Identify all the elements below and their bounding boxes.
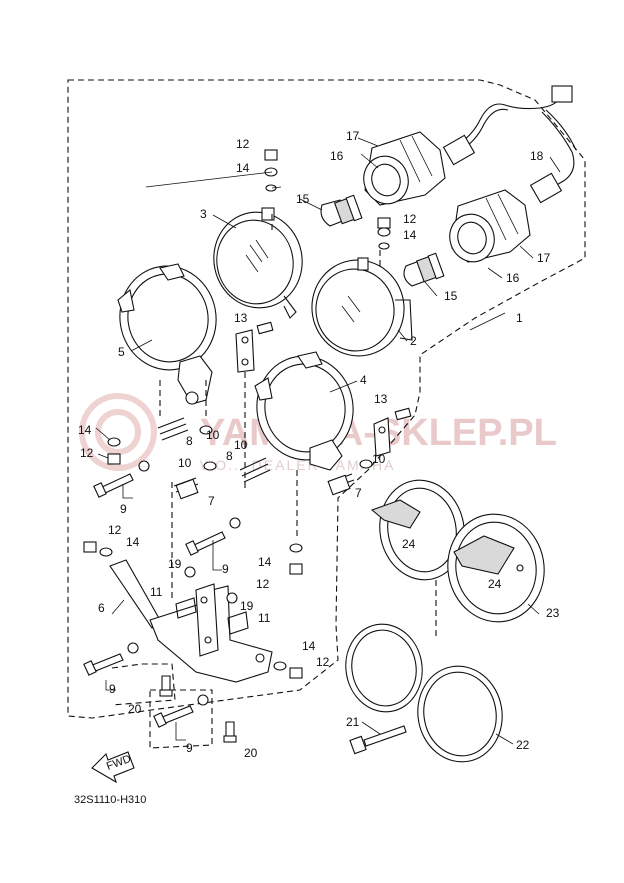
screws-20 bbox=[159, 675, 237, 743]
callout-24-left: 24 bbox=[402, 537, 416, 551]
callout-15-upper: 15 bbox=[296, 192, 310, 206]
headlight-bracket-left bbox=[117, 263, 217, 405]
callout-11-right: 11 bbox=[258, 611, 271, 625]
callout-12-a: 12 bbox=[236, 137, 250, 151]
callout-9-c: 9 bbox=[109, 682, 116, 696]
callout-14-b: 14 bbox=[403, 228, 417, 242]
callout-22: 22 bbox=[516, 738, 530, 752]
callout-7-right: 7 bbox=[355, 486, 362, 500]
bolts-washers bbox=[83, 149, 391, 679]
callout-16-lower: 16 bbox=[506, 271, 520, 285]
bulb-lower bbox=[403, 252, 445, 287]
callout-4: 4 bbox=[360, 373, 367, 387]
callout-6: 6 bbox=[98, 601, 105, 615]
callout-13-left: 13 bbox=[234, 311, 248, 325]
callout-21: 21 bbox=[346, 715, 360, 729]
damper-right bbox=[226, 592, 238, 604]
callout-18: 18 bbox=[530, 149, 544, 163]
callout-2: 2 bbox=[410, 334, 417, 348]
callout-1: 1 bbox=[516, 311, 523, 325]
callout-14-c: 14 bbox=[78, 423, 92, 437]
callout-24-right: 24 bbox=[488, 577, 502, 591]
callout-9-b: 9 bbox=[222, 562, 229, 576]
callout-10-d: 10 bbox=[372, 452, 386, 466]
lower-stay-bracket bbox=[109, 559, 273, 683]
drawing-code: 32S1110-H310 bbox=[74, 794, 146, 806]
callout-12-e: 12 bbox=[256, 577, 270, 591]
adjust-bolts bbox=[83, 460, 241, 728]
mounting-plate-left bbox=[235, 321, 274, 373]
ring-bolt bbox=[349, 725, 407, 755]
callout-8-right: 8 bbox=[226, 449, 233, 463]
headlight-unit-right bbox=[311, 257, 413, 357]
socket-lower bbox=[449, 189, 531, 263]
wire-harness bbox=[442, 85, 577, 204]
bulb-upper bbox=[320, 194, 363, 227]
callout-14-e: 14 bbox=[258, 555, 272, 569]
assembly-boundary bbox=[67, 79, 586, 719]
callout-15-lower: 15 bbox=[444, 289, 458, 303]
spring-group bbox=[157, 417, 355, 500]
bottom-box-left bbox=[111, 663, 176, 706]
callout-14-f: 14 bbox=[302, 639, 316, 653]
callout-8-left: 8 bbox=[186, 434, 193, 448]
callout-12-b: 12 bbox=[403, 212, 417, 226]
callout-17-upper: 17 bbox=[346, 129, 360, 143]
callout-labels: 1 2 3 4 5 6 7 7 8 8 9 9 9 9 10 10 10 10 … bbox=[78, 129, 560, 760]
callout-3: 3 bbox=[200, 207, 207, 221]
damper-left bbox=[184, 566, 196, 578]
callout-10-b: 10 bbox=[234, 438, 248, 452]
headlight-housing-left bbox=[370, 479, 465, 581]
callout-20-right: 20 bbox=[244, 746, 258, 760]
mounting-plate-right bbox=[373, 407, 412, 457]
callout-9-d: 9 bbox=[186, 741, 193, 755]
callout-23: 23 bbox=[546, 606, 560, 620]
callout-16-upper: 16 bbox=[330, 149, 344, 163]
headlight-housing-right bbox=[447, 513, 545, 623]
trim-rings bbox=[345, 623, 503, 763]
callout-19-left: 19 bbox=[168, 557, 182, 571]
assembly-guide-lines bbox=[159, 214, 437, 640]
callout-14-d: 14 bbox=[126, 535, 140, 549]
callout-5: 5 bbox=[118, 345, 125, 359]
callout-14-a: 14 bbox=[236, 161, 250, 175]
callout-7-left: 7 bbox=[208, 494, 215, 508]
headlight-unit-left bbox=[213, 207, 303, 319]
headlight-bracket-center bbox=[254, 351, 354, 471]
leader-lines bbox=[95, 137, 561, 745]
callout-13-right: 13 bbox=[374, 392, 388, 406]
callout-12-f: 12 bbox=[316, 655, 330, 669]
callout-11-left: 11 bbox=[150, 585, 163, 599]
callout-10-a: 10 bbox=[206, 428, 220, 442]
callout-12-c: 12 bbox=[80, 446, 94, 460]
callout-10-c: 10 bbox=[178, 456, 192, 470]
callout-12-d: 12 bbox=[108, 523, 122, 537]
callout-20-left: 20 bbox=[128, 702, 142, 716]
forward-arrow-icon: FWD bbox=[91, 751, 135, 784]
callout-17-lower: 17 bbox=[537, 251, 551, 265]
socket-upper bbox=[363, 131, 446, 206]
callout-9-a: 9 bbox=[120, 502, 127, 516]
bottom-box-center bbox=[149, 689, 213, 749]
watermark-sub-text: WO... DEALER YAMAHA bbox=[200, 457, 395, 473]
callout-19-right: 19 bbox=[240, 599, 254, 613]
